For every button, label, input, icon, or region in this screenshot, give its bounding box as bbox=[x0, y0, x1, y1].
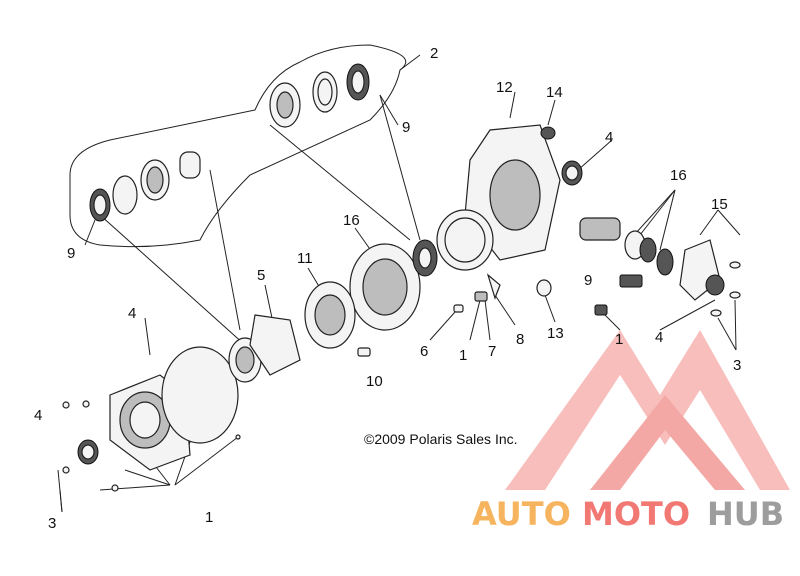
output-assembly bbox=[536, 217, 741, 317]
callout-16: 16 bbox=[670, 167, 687, 184]
callout-14: 14 bbox=[546, 84, 563, 101]
callout-1: 1 bbox=[205, 509, 213, 526]
callout-1: 1 bbox=[459, 347, 467, 364]
callout-2: 2 bbox=[430, 45, 438, 62]
callout-3: 3 bbox=[48, 515, 56, 532]
callout-7: 7 bbox=[488, 343, 496, 360]
watermark-hub: HUB bbox=[707, 495, 784, 533]
watermark-logo: AUTO MOTO HUB bbox=[472, 330, 790, 533]
callout-8: 8 bbox=[516, 331, 524, 348]
callout-4: 4 bbox=[34, 407, 42, 424]
callout-11: 11 bbox=[297, 250, 313, 267]
callout-16: 16 bbox=[343, 212, 360, 229]
callout-4: 4 bbox=[605, 129, 613, 146]
small-parts bbox=[357, 273, 501, 357]
leader-lines bbox=[57, 54, 741, 513]
callout-15: 15 bbox=[711, 196, 728, 213]
callout-12: 12 bbox=[496, 79, 513, 96]
watermark-moto: MOTO bbox=[582, 495, 690, 533]
callout-labels: 2 9 9 9 12 14 4 16 15 11 16 5 4 4 4 6 1 … bbox=[34, 45, 741, 532]
callout-4: 4 bbox=[655, 329, 663, 346]
callout-9: 9 bbox=[402, 119, 410, 136]
kit-bearings bbox=[89, 63, 370, 222]
center-gear bbox=[304, 239, 438, 349]
callout-3: 3 bbox=[733, 357, 741, 374]
kit-2-outline bbox=[69, 44, 407, 248]
callout-13: 13 bbox=[547, 325, 564, 342]
front-housing bbox=[62, 314, 301, 492]
copyright-text: ©2009 Polaris Sales Inc. bbox=[364, 431, 518, 447]
callout-9: 9 bbox=[584, 272, 592, 289]
watermark-auto: AUTO bbox=[472, 495, 571, 533]
callout-4: 4 bbox=[128, 305, 136, 322]
callout-5: 5 bbox=[257, 267, 265, 284]
callout-6: 6 bbox=[420, 343, 428, 360]
callout-9: 9 bbox=[67, 245, 75, 262]
callout-1: 1 bbox=[615, 331, 623, 348]
main-housing bbox=[436, 124, 583, 271]
callout-10: 10 bbox=[366, 373, 383, 390]
